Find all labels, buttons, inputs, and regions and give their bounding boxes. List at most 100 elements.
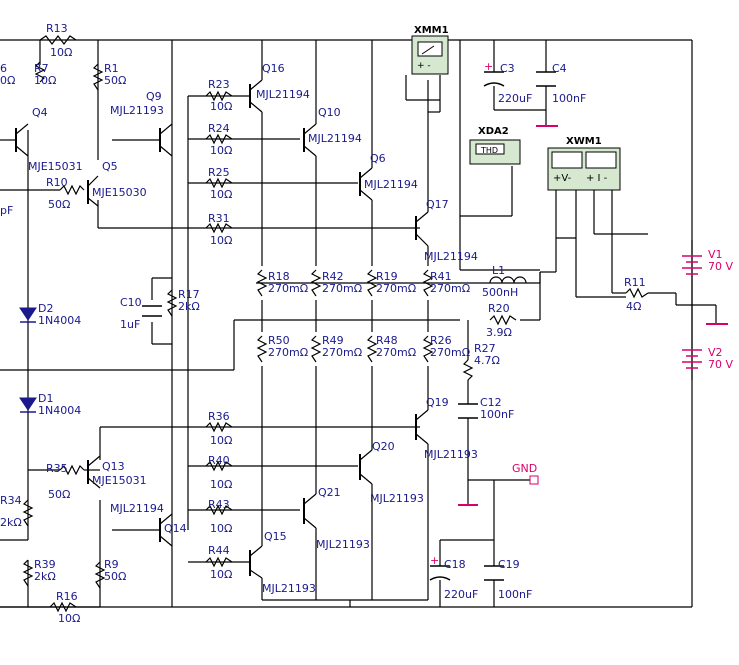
r50-value: 270mΩ [268, 346, 308, 359]
q14-part: MJL21194 [110, 502, 164, 515]
r34-name: R34 [0, 494, 22, 507]
r11-name: R11 [624, 276, 646, 289]
voltage-sources [682, 255, 702, 369]
r48-name: R48 [376, 334, 398, 347]
r24-symbol [205, 133, 233, 145]
xda2-title: XDA2 [478, 126, 509, 137]
gnd-connector[interactable] [529, 475, 539, 485]
c12-value: 100nF [480, 408, 514, 421]
r10-name: R10 [46, 176, 68, 189]
q20-part: MJL21193 [370, 492, 424, 505]
r19-symbol [366, 269, 378, 297]
r10-symbol [59, 184, 85, 196]
r19-value: 270mΩ [376, 282, 416, 295]
q16-name: Q16 [262, 62, 285, 75]
r50-symbol [256, 335, 268, 363]
c18-name: C18 [444, 558, 466, 571]
r23-symbol [205, 90, 233, 102]
r16-name: R16 [56, 590, 78, 603]
q17-part: MJL21194 [424, 250, 478, 263]
d1-part: 1N4004 [38, 404, 81, 417]
r35-symbol [59, 464, 85, 476]
q19-part: MJL21193 [424, 448, 478, 461]
r18-name: R18 [268, 270, 290, 283]
r39-value: 2kΩ [34, 570, 56, 583]
c10-name: C10 [120, 296, 142, 309]
q13-name: Q13 [102, 460, 125, 473]
r26-name: R26 [430, 334, 452, 347]
xmm1-title: XMM1 [414, 25, 449, 36]
r26-value: 270mΩ [430, 346, 470, 359]
c4-name: C4 [552, 62, 567, 75]
mje15031-top: MJE15031 [28, 160, 83, 173]
r11-symbol [625, 287, 649, 299]
r49-value: 270mΩ [322, 346, 362, 359]
l1-value: 500nH [482, 286, 518, 299]
c3-plus: + [484, 60, 493, 73]
q5-name: Q5 [102, 160, 118, 173]
r18-value: 270mΩ [268, 282, 308, 295]
l1-name: L1 [492, 264, 505, 277]
r13-name: R13 [46, 22, 68, 35]
xmm1-multimeter[interactable]: XMM1 + - [411, 25, 449, 75]
clip-r7: 0Ω [0, 74, 15, 87]
r34-symbol [22, 499, 34, 527]
transistor-symbols [0, 79, 429, 579]
q19-name: Q19 [426, 396, 449, 409]
r20-value: 3.9Ω [486, 326, 512, 339]
r20-name: R20 [488, 302, 510, 315]
r1-symbol [92, 63, 104, 91]
r35-name: R35 [46, 462, 68, 475]
q13-part: MJE15031 [92, 474, 147, 487]
r13-value: 10Ω [50, 46, 72, 59]
r41-name: R41 [430, 270, 452, 283]
q6-part: MJL21194 [364, 178, 418, 191]
r27-name: R27 [474, 342, 496, 355]
q10-part: MJL21194 [308, 132, 362, 145]
r42-value: 270mΩ [322, 282, 362, 295]
r48-symbol [366, 335, 378, 363]
r34-value: 2kΩ [0, 516, 22, 529]
v2-value: 70 V [708, 358, 733, 371]
r17-value: 2kΩ [178, 300, 200, 313]
r24-name: R24 [208, 122, 230, 135]
v1-name: V1 [708, 248, 723, 261]
q6-name: Q6 [370, 152, 386, 165]
q9-part: MJL21193 [110, 104, 164, 117]
r40-name: R40 [208, 454, 230, 467]
q17-name: Q17 [426, 198, 449, 211]
r43-symbol [205, 504, 233, 516]
r36-symbol [205, 421, 233, 433]
xwm1-wattmeter[interactable]: XWM1 +V- + I - [547, 136, 621, 191]
r7-symbol [34, 61, 46, 83]
r25-name: R25 [208, 166, 230, 179]
r36-value: 10Ω [210, 434, 232, 447]
r39-name: R39 [34, 558, 56, 571]
resistor-symbols [22, 35, 649, 613]
xda2-distortion-analyzer[interactable]: XDA2 THD [469, 126, 521, 165]
r1-value: 50Ω [104, 74, 126, 87]
r25-symbol [205, 177, 233, 189]
q21-name: Q21 [318, 486, 341, 499]
clip-pf: pF [0, 204, 13, 217]
r31-symbol [205, 222, 233, 234]
mje15030-part: MJE15030 [92, 186, 147, 199]
r1-name: R1 [104, 62, 119, 75]
r41-value: 270mΩ [430, 282, 470, 295]
xmm1-terminals: + - [417, 61, 431, 71]
r36-name: R36 [208, 410, 230, 423]
q4-name: Q4 [32, 106, 48, 119]
d2-symbol [19, 307, 37, 321]
gnd-label: GND [512, 462, 537, 475]
r49-symbol [310, 335, 322, 363]
q15-part: MJL21193 [262, 582, 316, 595]
r39-symbol [22, 559, 34, 587]
r9-name: R9 [104, 558, 119, 571]
q9-name: Q9 [146, 90, 162, 103]
q20-name: Q20 [372, 440, 395, 453]
r42-symbol [310, 269, 322, 297]
r40-value: 10Ω [210, 478, 232, 491]
c4-value: 100nF [552, 92, 586, 105]
